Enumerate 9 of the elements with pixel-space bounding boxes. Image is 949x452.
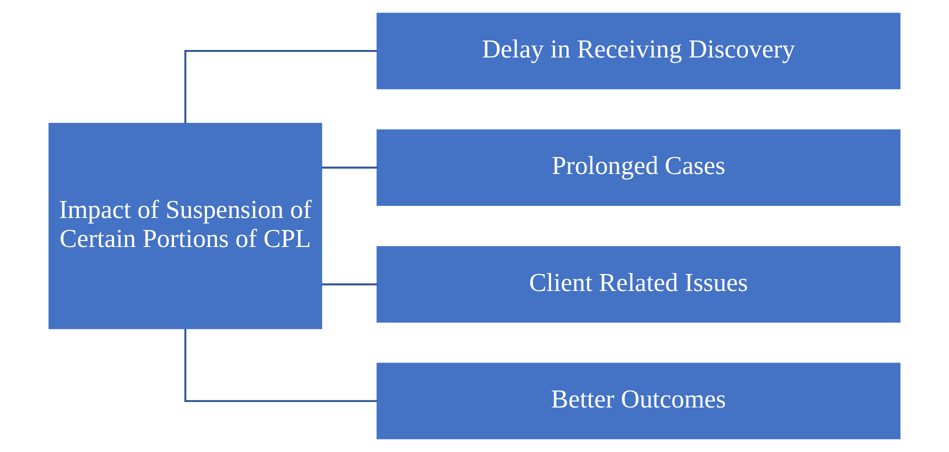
connector: [322, 166, 378, 169]
node-box: Prolonged Cases: [376, 129, 900, 206]
node-box: Client Related Issues: [376, 246, 900, 323]
node-box: Better Outcomes: [376, 362, 900, 440]
connector: [184, 50, 378, 124]
connector: [184, 328, 378, 402]
node-box: Delay in Receiving Discovery: [376, 12, 900, 90]
node-box: Impact of Suspension of Certain Portions of CPL: [48, 122, 322, 330]
connector: [322, 283, 378, 286]
